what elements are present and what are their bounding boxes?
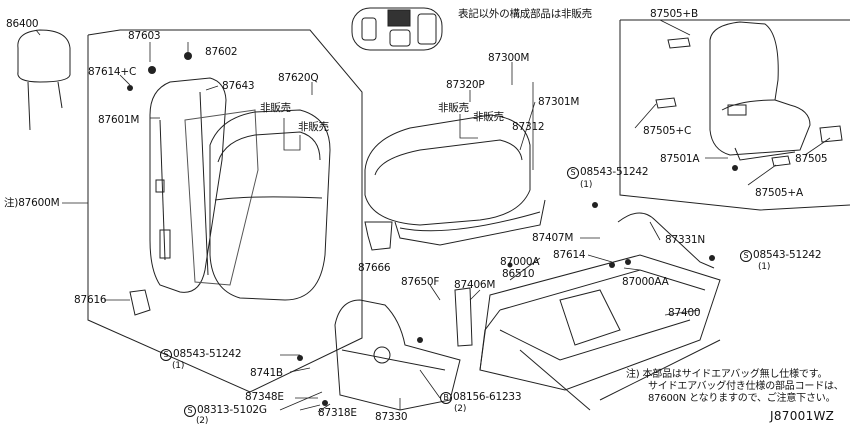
part-label-87406m: 87406M [454, 279, 496, 291]
screw-qty-3: (1) [172, 361, 185, 371]
part-label-87000aa: 87000AA [622, 276, 669, 288]
side-trim [334, 299, 461, 411]
part-label-87666: 87666 [358, 262, 391, 274]
screw-symbol-3: S [160, 349, 172, 361]
headrest [17, 29, 71, 131]
87505b-part [667, 37, 691, 49]
part-label-86510: 86510 [502, 268, 535, 280]
screw-qty-1: (1) [580, 180, 593, 190]
seat-back-frame [149, 77, 227, 293]
part-label-87603: 87603 [128, 30, 161, 42]
part-label-87600m: 注)87600M [4, 197, 60, 209]
part-label-87614c: 87614+C [88, 66, 137, 78]
car-top-view [351, 7, 443, 51]
fasteners [127, 52, 738, 406]
part-label-87300m: 87300M [488, 52, 530, 64]
part-label-87505b: 87505+B [650, 8, 699, 20]
part-label-87000a: 87000A [500, 256, 540, 268]
part-label-87505: 87505 [795, 153, 828, 165]
part-label-87616: 87616 [74, 294, 107, 306]
part-label-87620q: 87620Q [278, 72, 319, 84]
diagram-code: J87001WZ [770, 409, 835, 423]
part-label-86400: 86400 [6, 18, 39, 30]
87406m-part [454, 287, 473, 347]
part-label-87505c: 87505+C [643, 125, 692, 137]
part-label-87505a: 87505+A [755, 187, 803, 199]
part-label-87643: 87643 [222, 80, 255, 92]
back-pad [184, 109, 259, 286]
back-cover [209, 109, 331, 301]
non-sale-label-2: 非販売 [298, 121, 329, 133]
part-label-87400: 87400 [668, 307, 701, 319]
bolt-code-1: 08156-61233 [453, 391, 522, 403]
part-label-87650f: 87650F [401, 276, 440, 288]
87331n-part [617, 212, 715, 269]
non-sale-label-3: 非販売 [438, 102, 469, 114]
footnote-line-1: 注) 本部品はサイドエアバッグ無し仕様です。 [626, 369, 828, 380]
87505a-part [771, 155, 791, 167]
screw-qty-4: (2) [196, 416, 209, 426]
part-label-87301m: 87301M [538, 96, 580, 108]
bolt-symbol-1: B [440, 392, 452, 404]
part-label-87318e: 87318E [318, 407, 357, 419]
inset-frame [619, 20, 850, 211]
part-label-87330: 87330 [375, 411, 408, 423]
inset-seat [709, 21, 811, 161]
part-label-87614: 87614 [553, 249, 586, 261]
part-label-87348e: 87348E [245, 391, 284, 403]
screw-qty-2: (1) [758, 262, 771, 272]
part-label-87602: 87602 [205, 46, 238, 58]
non-sale-label-4: 非販売 [473, 111, 504, 123]
footnote-line-2: サイドエアバッグ付き仕様の部品コードは、 [648, 381, 844, 392]
header-note: 表記以外の構成部品は非販売 [458, 8, 592, 20]
part-label-87601m: 87601M [98, 114, 140, 126]
87505c-part [655, 97, 677, 109]
bolt-qty-1: (2) [454, 404, 467, 414]
screw-symbol-2: S [740, 250, 752, 262]
part-label-87331n: 87331N [665, 234, 706, 246]
part-label-87407m: 87407M [532, 232, 574, 244]
87505-part [819, 125, 843, 143]
leader-lines [35, 19, 831, 413]
screw-symbol-4: S [184, 405, 196, 417]
part-label-87501a: 87501A [660, 153, 700, 165]
screw-code-4: 08313-5102G [197, 404, 267, 416]
screw-code-2: 08543-51242 [753, 249, 822, 261]
part-label-8741b: 8741B [250, 367, 283, 379]
screw-code-1: 08543-51242 [580, 166, 649, 178]
87616-part [129, 289, 151, 316]
seat-back-group-frame [87, 29, 363, 393]
part-label-87312: 87312 [512, 121, 545, 133]
seat-cushion [364, 114, 546, 246]
footnote-line-3: 87600N となりますので、ご注意下さい。 [648, 393, 836, 404]
non-sale-label-1: 非販売 [260, 102, 291, 114]
87666-part [364, 221, 393, 251]
part-label-87320p: 87320P [446, 79, 485, 91]
screw-code-3: 08543-51242 [173, 348, 242, 360]
screw-symbol-1: S [567, 167, 579, 179]
